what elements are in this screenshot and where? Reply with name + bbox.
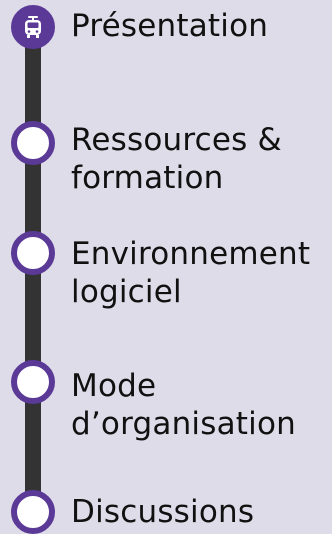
stop-ressources-formation[interactable] <box>11 121 55 165</box>
label-ressources-formation[interactable]: Ressources & formation <box>71 121 282 197</box>
label-discussions[interactable]: Discussions <box>71 493 254 531</box>
label-discussions-line1: Discussions <box>71 494 255 530</box>
label-presentation[interactable]: Présentation <box>71 7 268 45</box>
label-environnement-logiciel-line2: logiciel <box>71 274 182 310</box>
label-environnement-logiciel[interactable]: Environnement logiciel <box>71 235 310 311</box>
label-mode-organisation-line1: Mode <box>71 368 157 404</box>
stop-environnement-logiciel[interactable] <box>11 231 55 275</box>
timeline-track <box>25 30 41 532</box>
label-ressources-formation-line2: formation <box>71 160 224 196</box>
label-environnement-logiciel-line1: Environnement <box>71 236 311 272</box>
label-mode-organisation[interactable]: Mode d’organisation <box>71 367 296 443</box>
stop-mode-organisation[interactable] <box>11 360 55 404</box>
label-ressources-formation-line1: Ressources & <box>71 122 282 158</box>
label-mode-organisation-line2: d’organisation <box>71 406 296 442</box>
tram-icon <box>25 16 41 38</box>
label-presentation-line1: Présentation <box>71 8 269 44</box>
stop-presentation[interactable] <box>11 5 55 49</box>
stop-discussions[interactable] <box>11 490 55 534</box>
